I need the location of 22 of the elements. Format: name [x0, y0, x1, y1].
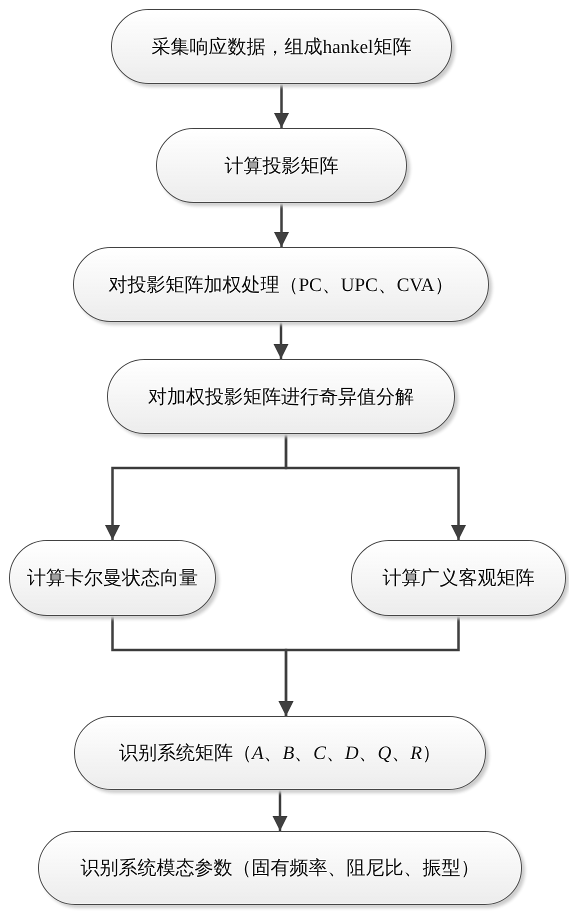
step-text: 计算投影矩阵	[224, 154, 338, 178]
process-box	[351, 540, 566, 616]
step-text: 计算广义客观矩阵	[382, 567, 534, 591]
step-text: 采集响应数据，组成hankel矩阵	[152, 36, 412, 60]
step-text: 识别系统模态参数（固有频率、阻尼比、振型）	[80, 857, 480, 881]
arrow	[272, 790, 288, 831]
step-text: 对加权投影矩阵进行奇异值分解	[148, 386, 414, 410]
process-box	[74, 716, 486, 790]
step-text: 识别系统矩阵（A、B、C、D、Q、R）	[119, 742, 441, 766]
arrow	[284, 434, 466, 540]
arrow	[274, 84, 289, 128]
step-text: 对投影矩阵加权处理（PC、UPC、CVA）	[108, 274, 454, 298]
process-box	[73, 247, 489, 322]
process-box	[111, 9, 452, 84]
arrow	[278, 616, 460, 716]
process-box	[107, 359, 455, 434]
process-box	[156, 128, 407, 203]
arrow	[274, 203, 289, 247]
arrow	[274, 322, 288, 359]
process-box	[38, 831, 522, 905]
process-box	[9, 540, 216, 616]
step-text: 计算卡尔曼状态向量	[27, 567, 198, 591]
